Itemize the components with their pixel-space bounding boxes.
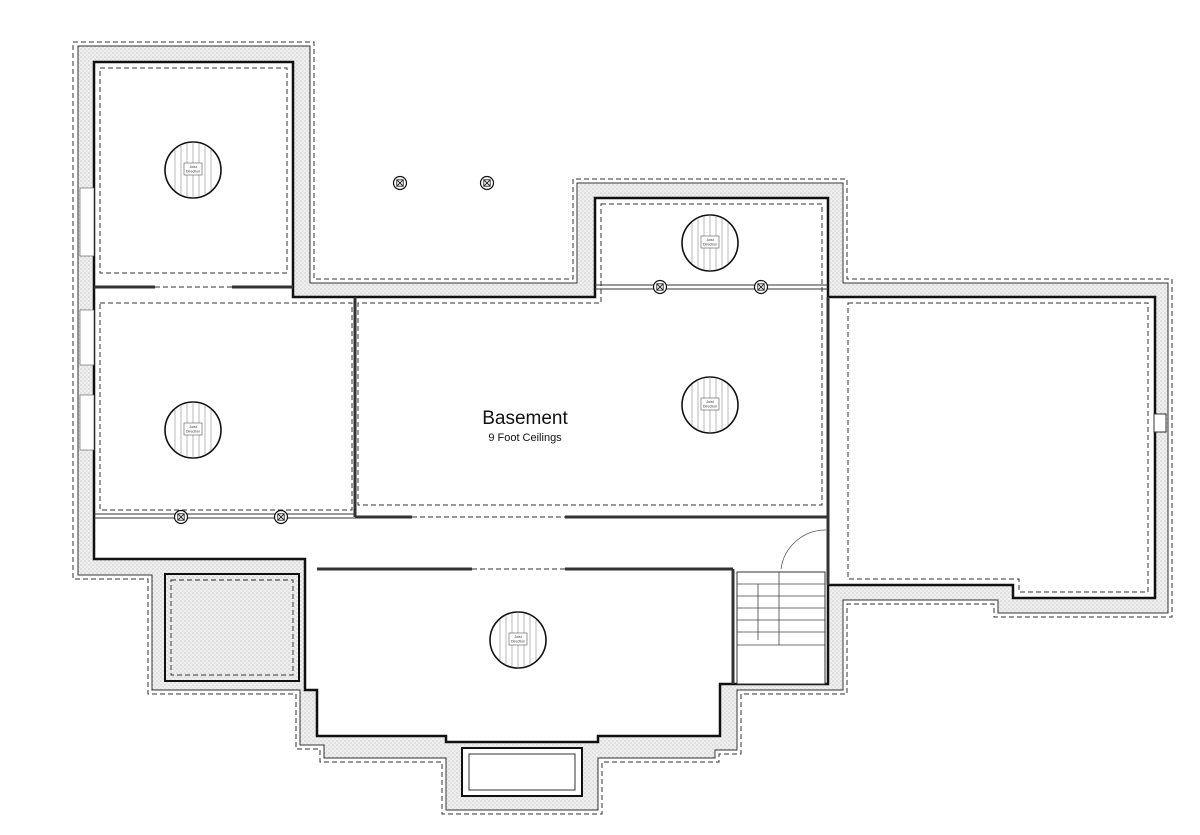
svg-text:Joist: Joist: [706, 238, 713, 242]
lower-left-room-outline: [164, 573, 300, 682]
outer-dashed-outline: [72, 41, 1173, 815]
support-post-icon: [479, 175, 495, 191]
room-title: Basement: [482, 408, 568, 429]
svg-text:Joist: Joist: [189, 165, 196, 169]
outer-wall-line: [77, 45, 1169, 811]
window-left-upper: [79, 187, 95, 257]
svg-text:Direction: Direction: [703, 243, 717, 247]
footing-dashed-line: [99, 67, 288, 274]
svg-text:Direction: Direction: [186, 430, 200, 434]
staircase: [736, 529, 827, 685]
footing-dashed-line-right: [847, 302, 1149, 593]
room-subtitle: 9 Foot Ceilings: [488, 432, 562, 444]
joist-direction-symbol-1: Joist Direction: [164, 141, 222, 199]
footing-dashed-line-left: [99, 302, 353, 511]
joist-direction-symbol-2: Joist Direction: [681, 214, 739, 272]
bay-window-box: [461, 747, 583, 797]
svg-text:Direction: Direction: [511, 640, 525, 644]
inner-wall-line: [92, 60, 1157, 744]
joist-direction-symbol-3: Joist Direction: [164, 401, 222, 459]
joist-direction-symbol-4: Joist Direction: [681, 376, 739, 434]
support-post-icon: [273, 509, 289, 525]
support-post-icon: [173, 509, 189, 525]
svg-text:Direction: Direction: [703, 405, 717, 409]
support-post-icon: [652, 279, 668, 295]
window-left-mid: [79, 309, 95, 366]
svg-text:Joist: Joist: [514, 635, 521, 639]
foundation-wall: [78, 46, 1168, 810]
footing-dashed-line-center: [357, 203, 823, 506]
joist-direction-symbol-5: Joist Direction: [489, 611, 547, 669]
svg-text:Direction: Direction: [186, 170, 200, 174]
bay-window-inner: [468, 753, 576, 791]
right-wall-notch: [1153, 413, 1167, 433]
lower-left-room-footing: [170, 579, 294, 676]
svg-text:Joist: Joist: [189, 425, 196, 429]
support-post-icon: [392, 175, 408, 191]
window-left-lower: [79, 394, 95, 451]
svg-text:Joist: Joist: [706, 400, 713, 404]
support-post-icon: [753, 279, 769, 295]
